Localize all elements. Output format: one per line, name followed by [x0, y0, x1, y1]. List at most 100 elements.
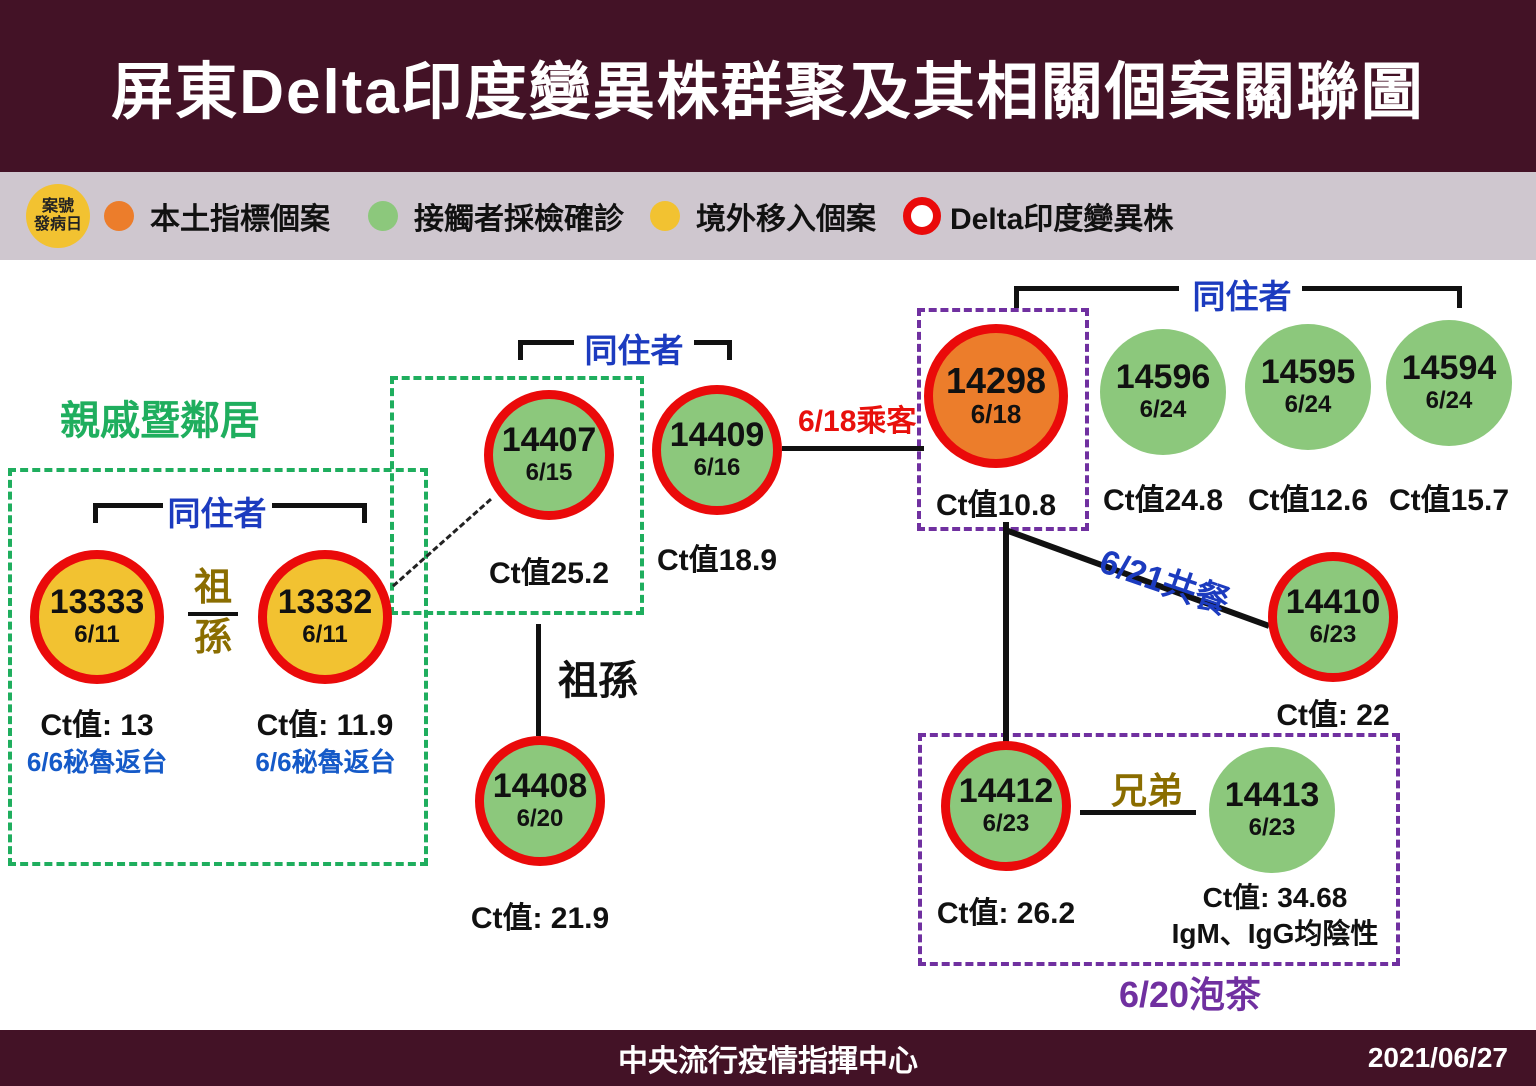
case-node-14595: 14595 6/24 — [1245, 324, 1371, 450]
grandparent-grandchild-stack: 祖 孫 — [185, 567, 241, 660]
shared-meal-621-label: 6/21共餐 — [1094, 542, 1234, 623]
ct-value-14409: Ct值18.9 — [656, 544, 778, 577]
legend-label-imported-case: 境外移入個案 — [696, 203, 876, 236]
case-date: 6/20 — [516, 804, 564, 832]
bracket-left-tick — [362, 503, 367, 523]
relatives-neighbors-group-box — [8, 468, 428, 866]
legend-dot-imported-case — [650, 201, 680, 231]
case-date: 6/24 — [1284, 390, 1332, 418]
legend-dot-contact-confirmed — [368, 201, 398, 231]
cohabitants-right-label: 同住者 — [1192, 278, 1292, 315]
ct-value-14298: Ct值10.8 — [935, 489, 1057, 522]
case-node-14409: 14409 6/16 — [652, 385, 782, 515]
passenger-618-label: 6/18乘客 — [798, 405, 917, 438]
case-node-14594: 14594 6/24 — [1386, 320, 1512, 446]
cohabitant-14407-group-box — [390, 376, 644, 615]
case-node-14413: 14413 6/23 — [1209, 747, 1335, 873]
tea-620-label: 6/20泡茶 — [1118, 974, 1262, 1015]
bracket-right-segment — [1014, 286, 1179, 291]
ct-value-14412: Ct值: 26.2 — [936, 897, 1076, 930]
grandparent-grandchild-label: 祖孫 — [558, 659, 638, 703]
ct-value-14596: Ct值24.8 — [1102, 484, 1224, 517]
cohabitants-middle-label: 同住者 — [584, 332, 684, 369]
page-title: 屏東Delta印度變異株群聚及其相關個案關聯圖 — [111, 58, 1425, 127]
case-date: 6/24 — [1425, 386, 1473, 414]
ct-value-14594: Ct值15.7 — [1388, 484, 1510, 517]
case-node-14407: 14407 6/15 — [484, 390, 614, 520]
footer-date: 2021/06/27 — [1367, 1042, 1508, 1073]
case-id: 14596 — [1115, 358, 1211, 397]
case-id: 14595 — [1260, 353, 1356, 392]
connector-14409-14298 — [782, 446, 924, 451]
connector-14407-14408 — [536, 624, 541, 736]
case-date: 6/16 — [693, 453, 741, 481]
case-node-14410: 14410 6/23 — [1268, 552, 1398, 682]
case-id: 14408 — [492, 767, 588, 806]
bracket-right-tick — [1014, 286, 1019, 308]
legend-ring-delta-variant — [903, 197, 941, 235]
badge-line1: 案號 — [41, 197, 74, 215]
case-date: 6/24 — [1139, 395, 1187, 423]
case-id: 13332 — [277, 583, 373, 622]
case-node-14298: 14298 6/18 — [924, 324, 1068, 468]
case-node-13333: 13333 6/11 — [30, 550, 164, 684]
ct-value-14595: Ct值12.6 — [1247, 484, 1369, 517]
family-divider-line — [188, 611, 238, 616]
case-node-14596: 14596 6/24 — [1100, 329, 1226, 455]
case-date: 6/18 — [970, 399, 1022, 430]
case-id: 14413 — [1224, 776, 1320, 815]
ct-value-14413: Ct值: 34.68 — [1202, 882, 1348, 913]
case-id: 14298 — [945, 359, 1047, 401]
travel-note-13332: 6/6秘魯返台 — [255, 747, 396, 777]
case-id: 14410 — [1285, 583, 1381, 622]
legend-label-local-case: 本土指標個案 — [150, 203, 330, 236]
tea-gathering-group-box — [918, 733, 1400, 966]
legend-label-contact-confirmed: 接觸者採檢確診 — [414, 203, 624, 236]
bracket-left-segment — [93, 503, 163, 508]
bracket-middle-segment — [694, 340, 732, 345]
travel-note-13333: 6/6秘魯返台 — [26, 747, 168, 777]
case-id: 14407 — [501, 421, 597, 460]
connector-14412-14413 — [1080, 810, 1196, 815]
footer-organization: 中央流行疫情指揮中心 — [618, 1045, 918, 1078]
case-date: 6/23 — [1309, 620, 1357, 648]
ct-value-14410: Ct值: 22 — [1276, 699, 1390, 732]
ct-value-13333: Ct值: 13 — [40, 709, 154, 742]
header-bar: 屏東Delta印度變異株群聚及其相關個案關聯圖 — [0, 0, 1536, 172]
brothers-label: 兄弟 — [1110, 770, 1183, 811]
ct-value-14407: Ct值25.2 — [488, 557, 610, 590]
bracket-middle-tick — [727, 340, 732, 360]
case-date: 6/11 — [302, 620, 348, 648]
case-date: 6/11 — [74, 620, 120, 648]
grandchild-char: 孫 — [193, 616, 232, 659]
footer-bar: 中央流行疫情指揮中心 2021/06/27 — [0, 1030, 1536, 1086]
grandparent-char: 祖 — [193, 567, 232, 609]
ct-value-14408: Ct值: 21.9 — [470, 902, 610, 935]
cohabitants-left-label: 同住者 — [167, 495, 267, 532]
bracket-right-segment — [1302, 286, 1462, 291]
case-id: 14412 — [958, 772, 1054, 811]
case-node-14412: 14412 6/23 — [941, 741, 1071, 871]
case-date: 6/15 — [525, 458, 573, 486]
case-id: 14409 — [669, 416, 765, 455]
badge-line2: 發病日 — [33, 216, 82, 233]
relatives-group-label: 親戚暨鄰居 — [60, 399, 260, 443]
bracket-right-tick — [1457, 286, 1462, 308]
ct-value-13332: Ct值: 11.9 — [256, 709, 394, 742]
case-id: 14594 — [1401, 349, 1497, 388]
bracket-middle-tick — [518, 340, 523, 360]
case-number-onset-badge: 案號 發病日 — [26, 184, 90, 248]
legend-bar: 案號 發病日 本土指標個案 接觸者採檢確診 境外移入個案 Delta印度變異株 — [0, 172, 1536, 260]
legend-dot-local-case — [104, 201, 134, 231]
connector-14298-14412 — [1003, 522, 1009, 744]
bracket-left-tick — [93, 503, 98, 523]
bracket-middle-segment — [518, 340, 574, 345]
case-node-13332: 13332 6/11 — [258, 550, 392, 684]
serology-note-14413: IgM、IgG均陰性 — [1171, 918, 1379, 949]
case-id: 13333 — [49, 583, 145, 622]
bracket-left-segment — [272, 503, 367, 508]
case-date: 6/23 — [1248, 813, 1296, 841]
case-node-14408: 14408 6/20 — [475, 736, 605, 866]
case-date: 6/23 — [982, 809, 1030, 837]
